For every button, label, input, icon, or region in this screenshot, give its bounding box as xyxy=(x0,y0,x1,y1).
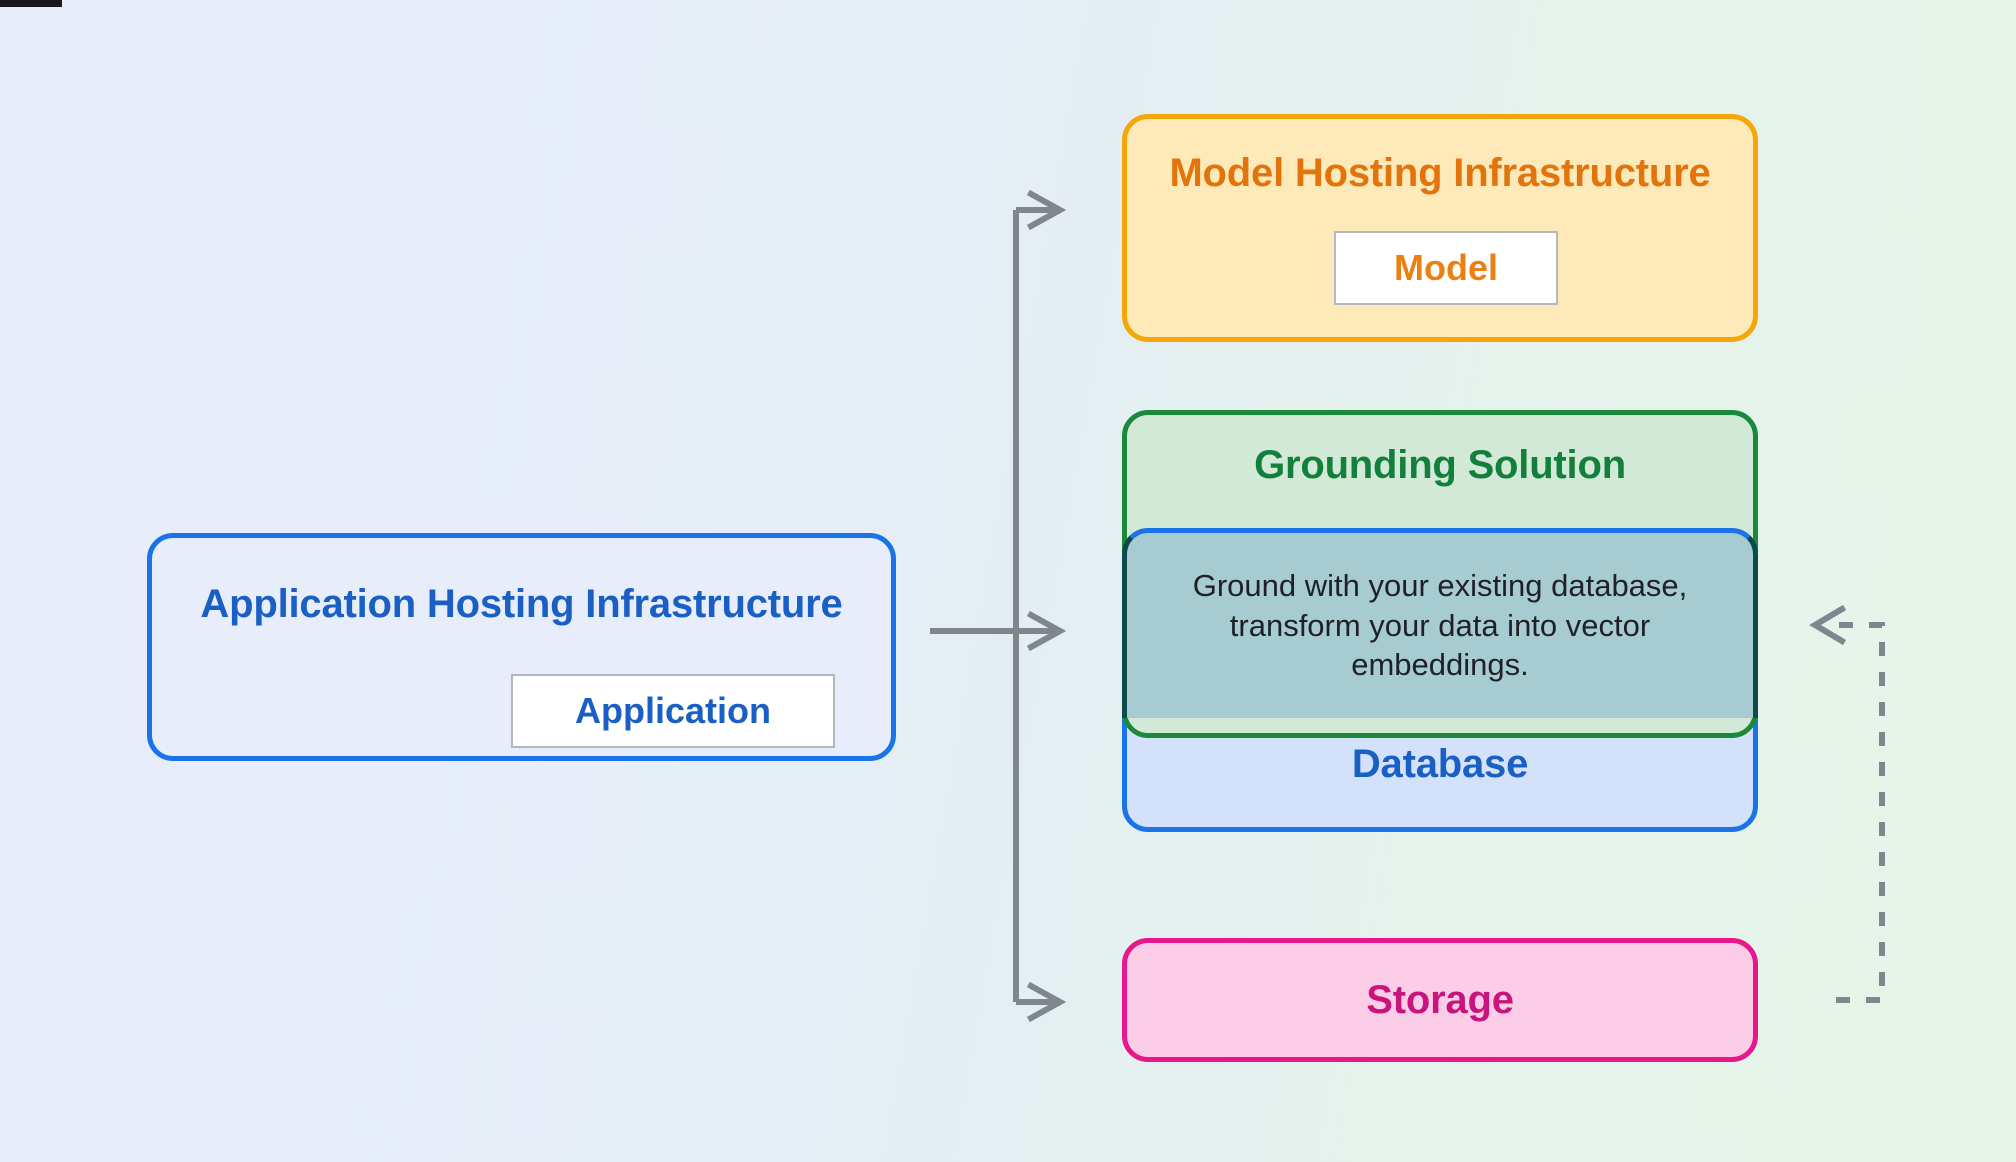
arrowhead-to-model-icon xyxy=(1026,189,1067,231)
node-model-hosting-infrastructure[interactable]: Model Hosting Infrastructure Model xyxy=(1122,114,1758,342)
database-title: Database xyxy=(1351,742,1529,786)
arrowhead-to-storage-icon xyxy=(1026,981,1067,1023)
application-hosting-title: Application Hosting Infrastructure xyxy=(200,582,843,626)
connector-storage-to-database-dashed xyxy=(1828,622,1885,1003)
application-chip[interactable]: Application xyxy=(511,674,835,748)
corner-crop-mark xyxy=(0,0,62,7)
storage-title: Storage xyxy=(1366,977,1514,1022)
grounding-database-overlap: Ground with your existing database, tran… xyxy=(1122,528,1758,718)
model-chip[interactable]: Model xyxy=(1334,231,1558,305)
grounding-solution-title: Grounding Solution xyxy=(1254,443,1626,487)
node-storage[interactable]: Storage xyxy=(1122,938,1758,1062)
node-application-hosting-infrastructure[interactable]: Application Hosting Infrastructure Appli… xyxy=(147,533,896,761)
arrowhead-to-database-icon xyxy=(1809,604,1847,646)
model-hosting-title: Model Hosting Infrastructure xyxy=(1169,151,1711,195)
overlap-description: Ground with your existing database, tran… xyxy=(1192,568,1688,683)
arrowhead-to-grounding-icon xyxy=(1026,610,1067,652)
